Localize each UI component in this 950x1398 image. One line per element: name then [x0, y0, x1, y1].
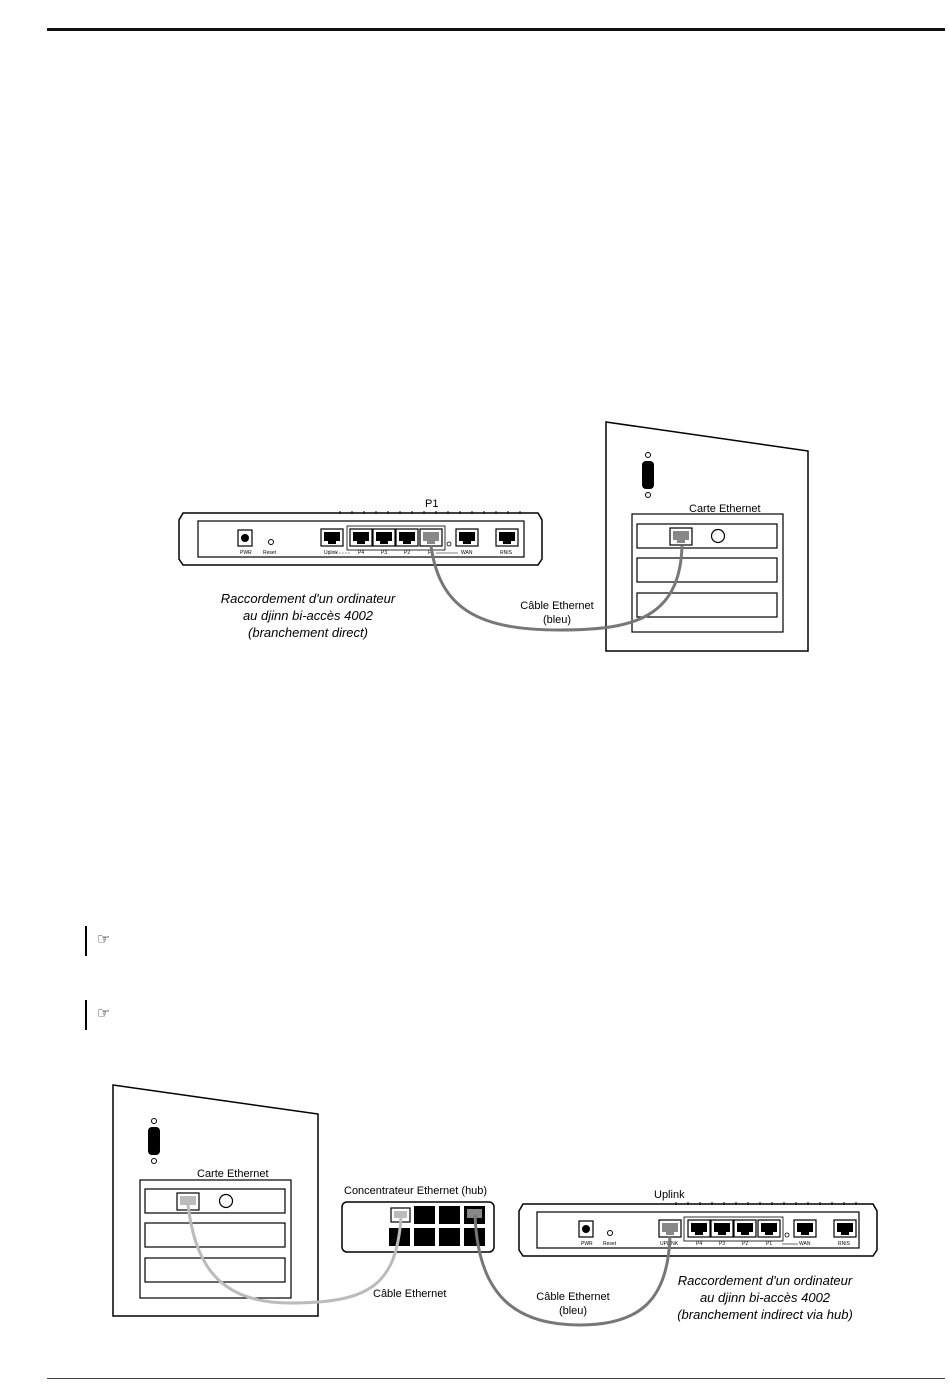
card-slot — [636, 557, 778, 583]
reset-button — [607, 1230, 613, 1236]
cable-label-color: (bleu) — [559, 1305, 587, 1317]
diagram-caption: au djinn bi-accès 4002 — [243, 608, 374, 623]
diagram-caption: (branchement direct) — [248, 625, 368, 640]
p4-port-icon — [349, 528, 373, 547]
diagram-hub: Carte Ethernet Concentrateur Ethernet (h… — [112, 1084, 878, 1327]
card-label: Carte Ethernet — [197, 1168, 269, 1180]
port-label-wan: WAN — [799, 1241, 811, 1247]
diagram-caption: Raccordement d'un ordinateur — [221, 591, 396, 606]
diagram-caption: (branchement indirect via hub) — [677, 1307, 853, 1322]
blue-ethernet-cable — [473, 1214, 672, 1327]
diagram-caption: au djinn bi-accès 4002 — [700, 1290, 831, 1305]
ethernet-card-slot — [636, 523, 778, 549]
port-label-rnis: RNIS — [838, 1241, 851, 1247]
pointing-hand-icon: ☞ — [97, 1004, 111, 1022]
cable-label: Câble Ethernet — [536, 1291, 609, 1303]
card-led-icon — [218, 1193, 234, 1209]
router-vents — [339, 511, 521, 514]
lan-port-group — [683, 1216, 784, 1242]
top-rule — [47, 28, 945, 31]
uplink-switch-icon — [784, 1232, 790, 1238]
router-vents — [675, 1202, 857, 1205]
port-label-p2: P2 — [742, 1241, 748, 1247]
port-label-p4: P4 — [358, 550, 364, 556]
pwr-label: PWR — [240, 550, 252, 556]
note-bar — [85, 926, 87, 956]
pointing-hand-icon: ☞ — [97, 930, 111, 948]
card-slot — [144, 1222, 286, 1248]
p2-port-icon — [733, 1219, 757, 1238]
card-label: Carte Ethernet — [689, 503, 761, 515]
port-label-uplink: Uplink — [324, 550, 338, 556]
port-label-p3: P3 — [719, 1241, 725, 1247]
card-led-icon — [710, 528, 726, 544]
cable-label-color: (bleu) — [543, 614, 571, 626]
p3-port-icon — [372, 528, 396, 547]
cable-label: Câble Ethernet — [520, 600, 593, 612]
reset-label: Reset — [603, 1241, 617, 1247]
bottom-rule — [47, 1378, 945, 1379]
uplink-port-icon — [658, 1219, 682, 1238]
p4-port-icon — [687, 1219, 711, 1238]
pwr-label: PWR — [581, 1241, 593, 1247]
port-label-p1: P1 — [766, 1241, 772, 1247]
p2-port-icon — [395, 528, 419, 547]
port-callout-p1: P1 — [425, 498, 438, 510]
port-label-wan: WAN — [461, 550, 473, 556]
wan-port-icon — [793, 1219, 817, 1238]
gray-ethernet-cable — [186, 1204, 403, 1305]
port-label-p4: P4 — [696, 1241, 702, 1247]
hub-label: Concentrateur Ethernet (hub) — [344, 1185, 487, 1197]
port-label-rnis: RNIS — [500, 550, 513, 556]
note-marker: ☞ — [85, 1000, 125, 1030]
p1-port-icon — [757, 1219, 781, 1238]
lan-port-group — [346, 525, 446, 551]
wan-port-icon — [455, 528, 479, 547]
reset-button — [268, 539, 274, 545]
diagram-caption: Raccordement d'un ordinateur — [678, 1273, 853, 1288]
note-bar — [85, 1000, 87, 1030]
hub-ports — [389, 1206, 485, 1246]
port-callout-uplink: Uplink — [654, 1189, 685, 1201]
port-label-p3: P3 — [381, 550, 387, 556]
uplink-port-icon — [320, 528, 344, 547]
ethernet-card-port-icon — [669, 527, 693, 546]
diagram-direct: Carte Ethernet PWR Reset Uplink — [178, 421, 809, 652]
p3-port-icon — [710, 1219, 734, 1238]
uplink-switch-icon — [446, 541, 452, 547]
rnis-port-icon — [495, 528, 519, 547]
note-marker: ☞ — [85, 926, 125, 956]
ethernet-card-slot — [144, 1188, 286, 1214]
reset-label: Reset — [263, 550, 277, 556]
blue-ethernet-cable — [429, 545, 684, 632]
cable-label-gray: Câble Ethernet — [373, 1288, 446, 1300]
port-label-p2: P2 — [404, 550, 410, 556]
card-slot — [636, 592, 778, 618]
rnis-port-icon — [833, 1219, 857, 1238]
p1-port-icon — [419, 528, 443, 547]
